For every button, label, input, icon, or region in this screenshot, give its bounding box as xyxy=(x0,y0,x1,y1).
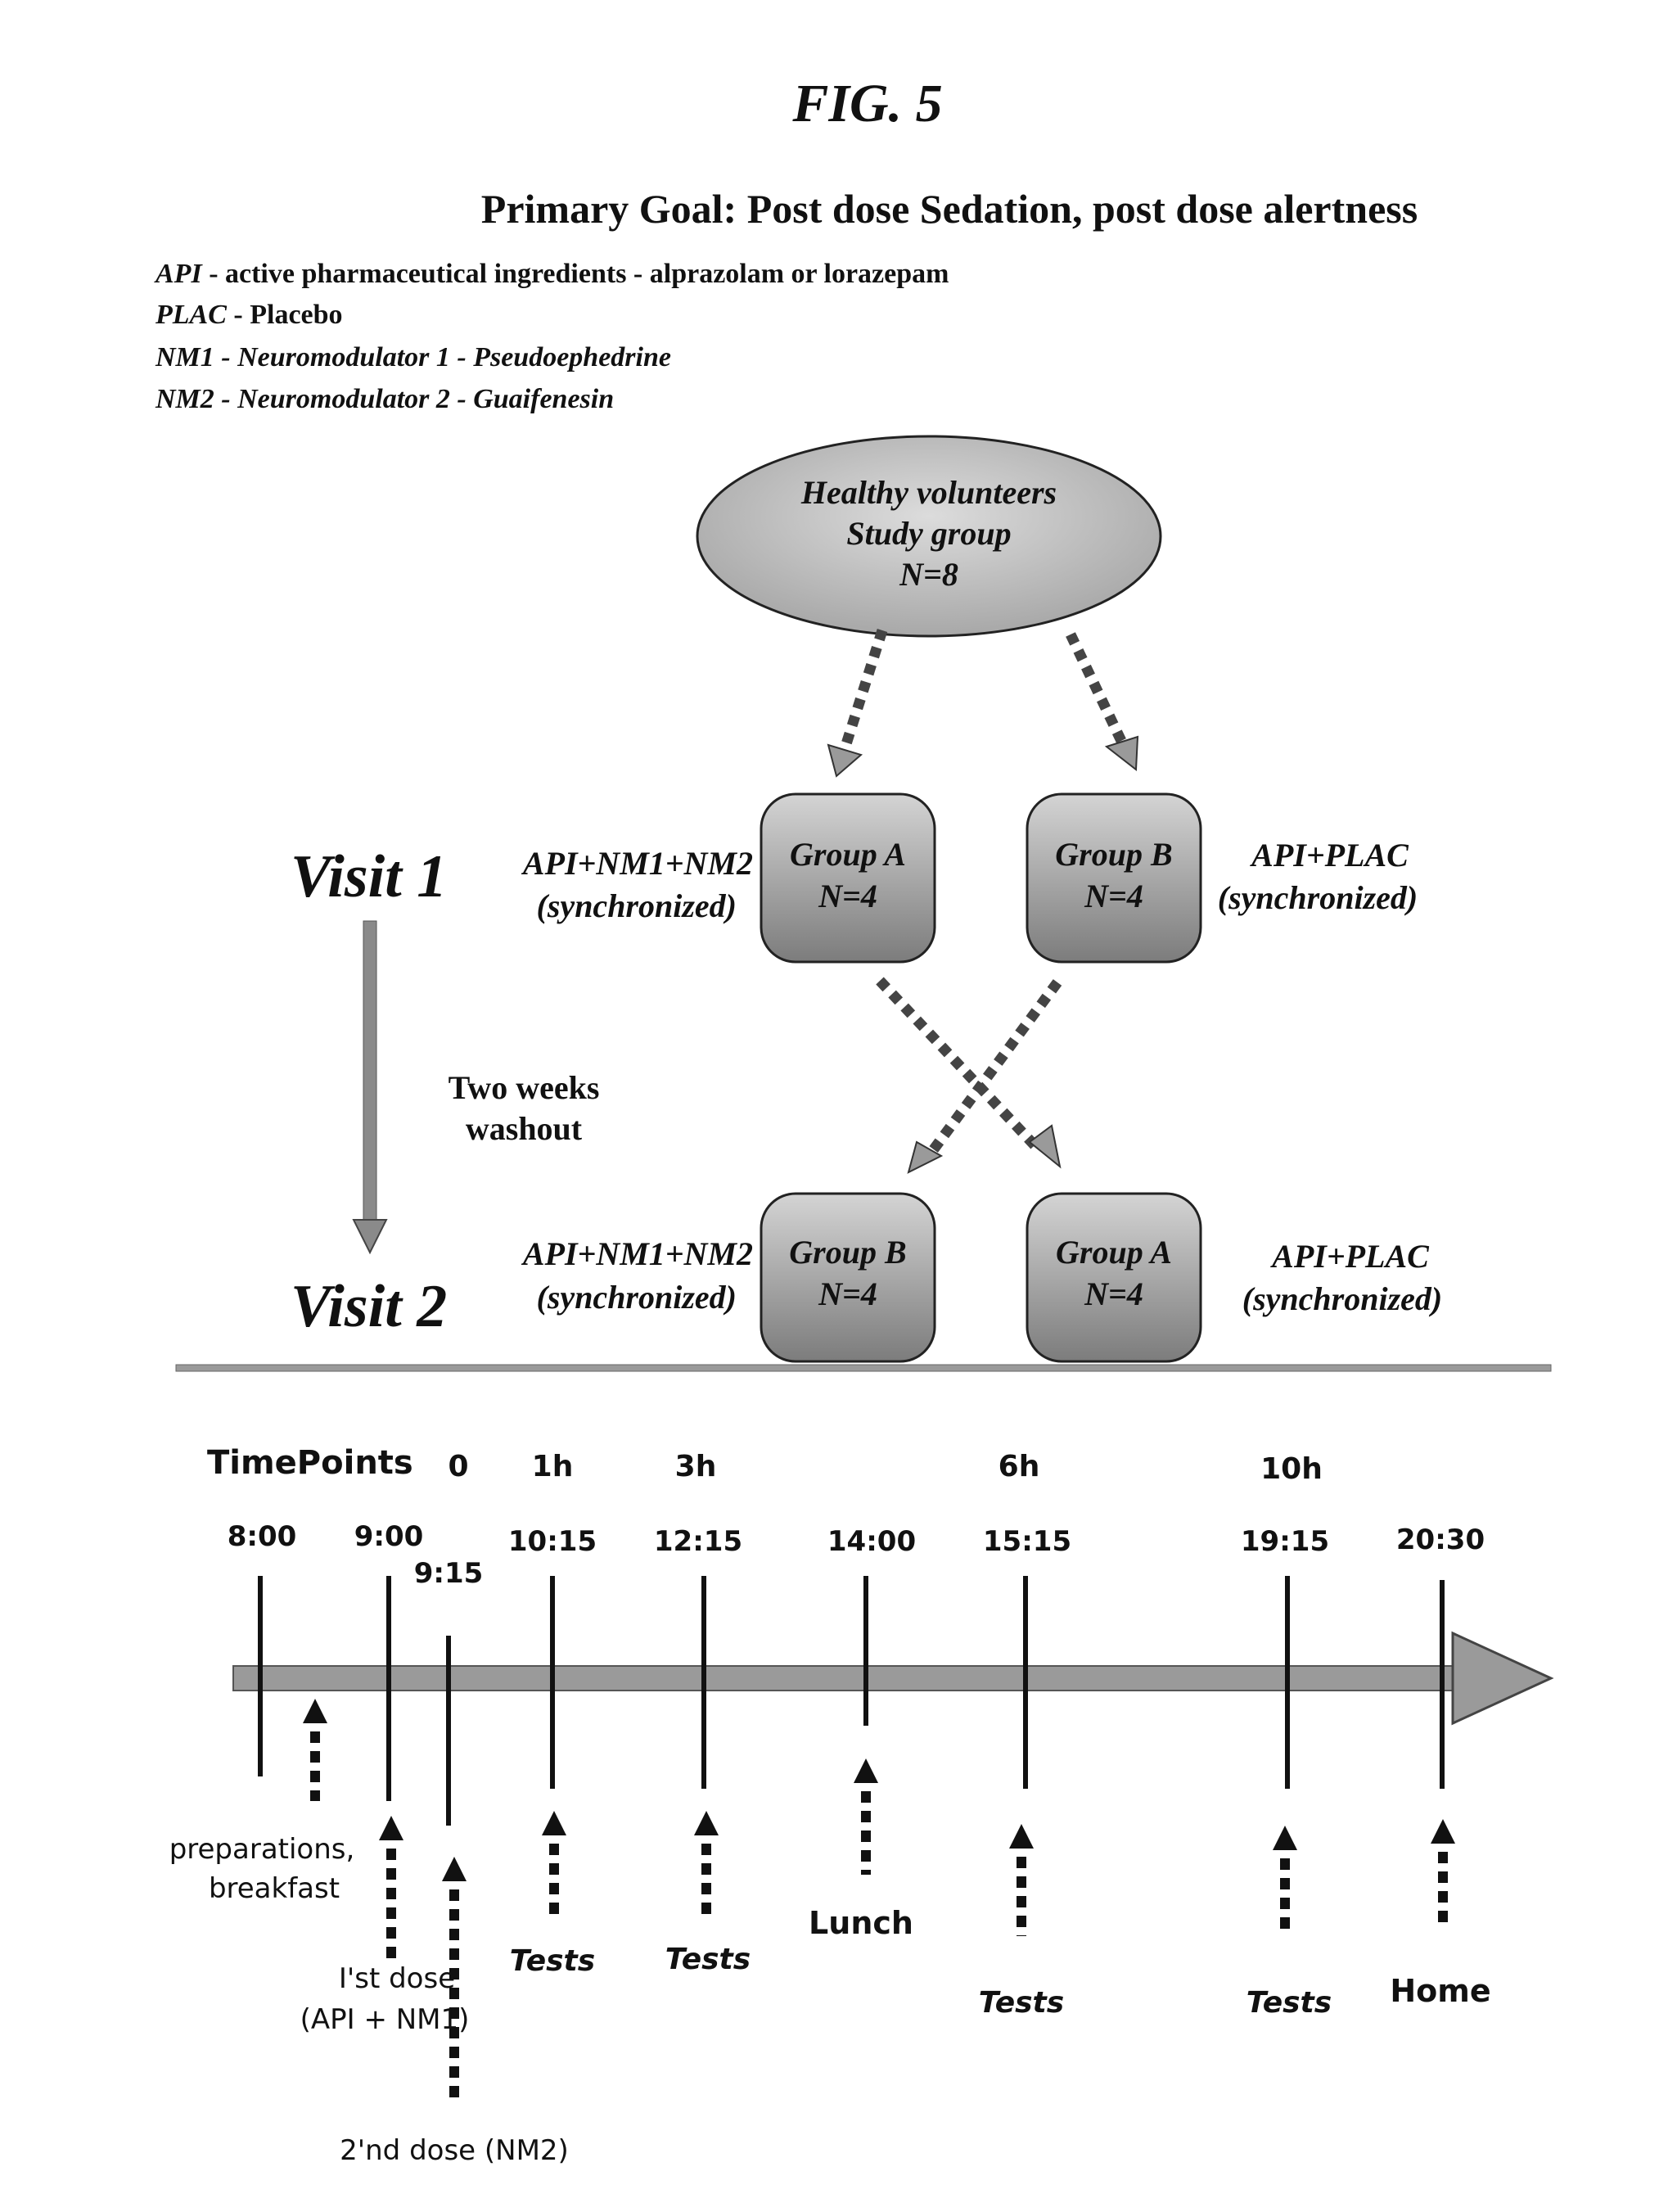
first-dose-label-line1: I'st dose xyxy=(339,1962,455,1995)
visit2-group-a-box: Group A N=4 xyxy=(1026,1192,1202,1363)
arrow-to-group-b-visit1-head xyxy=(1104,735,1139,771)
study-group-line1: Healthy volunteers xyxy=(800,474,1057,511)
visit1-group-b-n: N=4 xyxy=(1084,878,1143,914)
study-group-ellipse xyxy=(696,435,1162,638)
visit1-group-a-title: Group A xyxy=(790,836,906,873)
visit2-group-b-title: Group B xyxy=(789,1234,906,1271)
timepoints-header: TimePoints xyxy=(207,1444,413,1482)
timeline-times: 8:00 9:00 9:15 10:15 12:15 14:00 15:15 1… xyxy=(228,1520,1485,1590)
washout-arrow-head xyxy=(352,1219,388,1255)
legend-item-nm2: NM2 - Neuromodulator 2 - Guaifenesin xyxy=(155,384,614,414)
washout-line2: washout xyxy=(466,1110,583,1147)
arrow-to-group-b-visit1-line xyxy=(1066,632,1126,743)
visit2-group-a-title: Group A xyxy=(1056,1234,1172,1271)
event-arrows xyxy=(303,1699,1455,2104)
timeline-arrow-shaft xyxy=(232,1665,1462,1691)
visit2-right-treatment-line1: API+PLAC xyxy=(1269,1238,1430,1275)
time-20-30: 20:30 xyxy=(1396,1524,1485,1556)
offset-6h-label: 6h xyxy=(999,1450,1040,1483)
visit1-label: Visit 1 xyxy=(291,843,447,910)
timeline-ticks xyxy=(258,1576,1445,1826)
time-9-00: 9:00 xyxy=(354,1520,424,1553)
visit1-group-a-rect xyxy=(760,792,936,964)
tests-1h-arrow-head xyxy=(542,1811,566,1835)
first-dose-label-line2: (API + NM1) xyxy=(300,2003,470,2036)
event-labels: preparations, breakfast I'st dose (API +… xyxy=(169,1833,1491,2167)
visit1-group-a-box: Group A N=4 xyxy=(760,792,936,964)
crossover-a-to-visit2-head xyxy=(1028,1124,1062,1169)
visit1-right-treatment-line2: (synchronized) xyxy=(1218,879,1418,916)
lunch-arrow-head xyxy=(854,1758,878,1783)
crossover-arrows xyxy=(876,977,1062,1174)
prep-arrow-head xyxy=(303,1699,327,1723)
tests-10h-arrow-head xyxy=(1273,1826,1297,1850)
time-19-15: 19:15 xyxy=(1241,1525,1329,1558)
second-dose-label: 2'nd dose (NM2) xyxy=(340,2134,569,2167)
visit2-label: Visit 2 xyxy=(291,1273,447,1340)
prep-label-line1: preparations, xyxy=(169,1833,355,1866)
tests-3h-arrow-head xyxy=(694,1811,719,1835)
visit1-group-b-rect xyxy=(1026,792,1202,964)
figure-label: FIG. 5 xyxy=(791,74,942,133)
offset-0-label: 0 xyxy=(448,1450,468,1483)
visit2-group-a-n: N=4 xyxy=(1084,1275,1143,1312)
crossover-a-to-visit2-line xyxy=(876,977,1039,1150)
timeline-arrow xyxy=(232,1631,1554,1726)
lunch-label: Lunch xyxy=(809,1905,913,1941)
washout-line1: Two weeks xyxy=(449,1069,600,1106)
timeline-arrow-head xyxy=(1451,1631,1554,1726)
timeline-header: TimePoints 0 1h 3h 6h 10h xyxy=(207,1444,1323,1486)
visit1-left-treatment-line1: API+NM1+NM2 xyxy=(521,845,753,882)
home-label: Home xyxy=(1390,1973,1490,2009)
tests-1h-label: Tests xyxy=(510,1944,595,1978)
time-10-15: 10:15 xyxy=(508,1525,597,1558)
offset-3h-label: 3h xyxy=(675,1450,717,1483)
visit1-right-treatment-line1: API+PLAC xyxy=(1249,837,1409,874)
washout-arrow xyxy=(352,920,388,1255)
visit2-group-b-rect xyxy=(760,1192,936,1363)
crossover-b-to-visit2-line xyxy=(928,979,1062,1153)
visit1-group-a-n: N=4 xyxy=(818,878,877,914)
visit2-left-treatment-line2: (synchronized) xyxy=(537,1279,737,1316)
visit2-right-treatment-line2: (synchronized) xyxy=(1242,1280,1442,1317)
legend-item-api: API - active pharmaceutical ingredients … xyxy=(154,259,949,289)
arrow-to-group-a-visit1-head xyxy=(827,743,863,778)
home-arrow-head xyxy=(1431,1819,1455,1844)
legend-item-plac: PLAC - Placebo xyxy=(155,300,343,330)
first-dose-arrow-head xyxy=(379,1816,403,1840)
time-9-15: 9:15 xyxy=(414,1557,484,1590)
visit2-left-treatment-line1: API+NM1+NM2 xyxy=(521,1235,753,1272)
study-group-node: Healthy volunteers Study group N=8 xyxy=(696,435,1162,638)
tests-10h-label: Tests xyxy=(1246,1986,1332,2020)
visit2-group-b-box: Group B N=4 xyxy=(760,1192,936,1363)
time-12-15: 12:15 xyxy=(654,1525,742,1558)
prep-label-line2: breakfast xyxy=(209,1872,340,1905)
offset-10h-label: 10h xyxy=(1260,1452,1323,1486)
legend: API - active pharmaceutical ingredients … xyxy=(154,259,949,414)
legend-item-nm1: NM1 - Neuromodulator 1 - Pseudoephedrine xyxy=(155,342,671,372)
tests-6h-arrow-head xyxy=(1009,1824,1034,1849)
visit1-group-b-box: Group B N=4 xyxy=(1026,792,1202,964)
tests-3h-label: Tests xyxy=(665,1943,751,1976)
primary-goal-title: Primary Goal: Post dose Sedation, post d… xyxy=(481,186,1418,232)
section-separator xyxy=(175,1364,1552,1372)
visit1-left-treatment-line2: (synchronized) xyxy=(537,887,737,924)
visit2-group-b-n: N=4 xyxy=(818,1275,877,1312)
tests-6h-label: Tests xyxy=(979,1986,1064,2020)
visit2-group-a-rect xyxy=(1026,1192,1202,1363)
offset-1h-label: 1h xyxy=(532,1450,574,1483)
time-15-15: 15:15 xyxy=(983,1525,1071,1558)
study-group-line2: Study group xyxy=(846,515,1011,552)
study-group-n: N=8 xyxy=(899,556,958,593)
time-14-00: 14:00 xyxy=(827,1525,916,1558)
time-8-00: 8:00 xyxy=(228,1520,297,1553)
crossover-b-to-visit2-head xyxy=(907,1140,944,1174)
washout-arrow-shaft xyxy=(363,920,377,1225)
arrow-to-group-a-visit1-line xyxy=(839,629,888,751)
visit1-group-b-title: Group B xyxy=(1055,836,1172,873)
second-dose-arrow-head xyxy=(442,1857,467,1881)
split-arrows xyxy=(827,629,1139,778)
